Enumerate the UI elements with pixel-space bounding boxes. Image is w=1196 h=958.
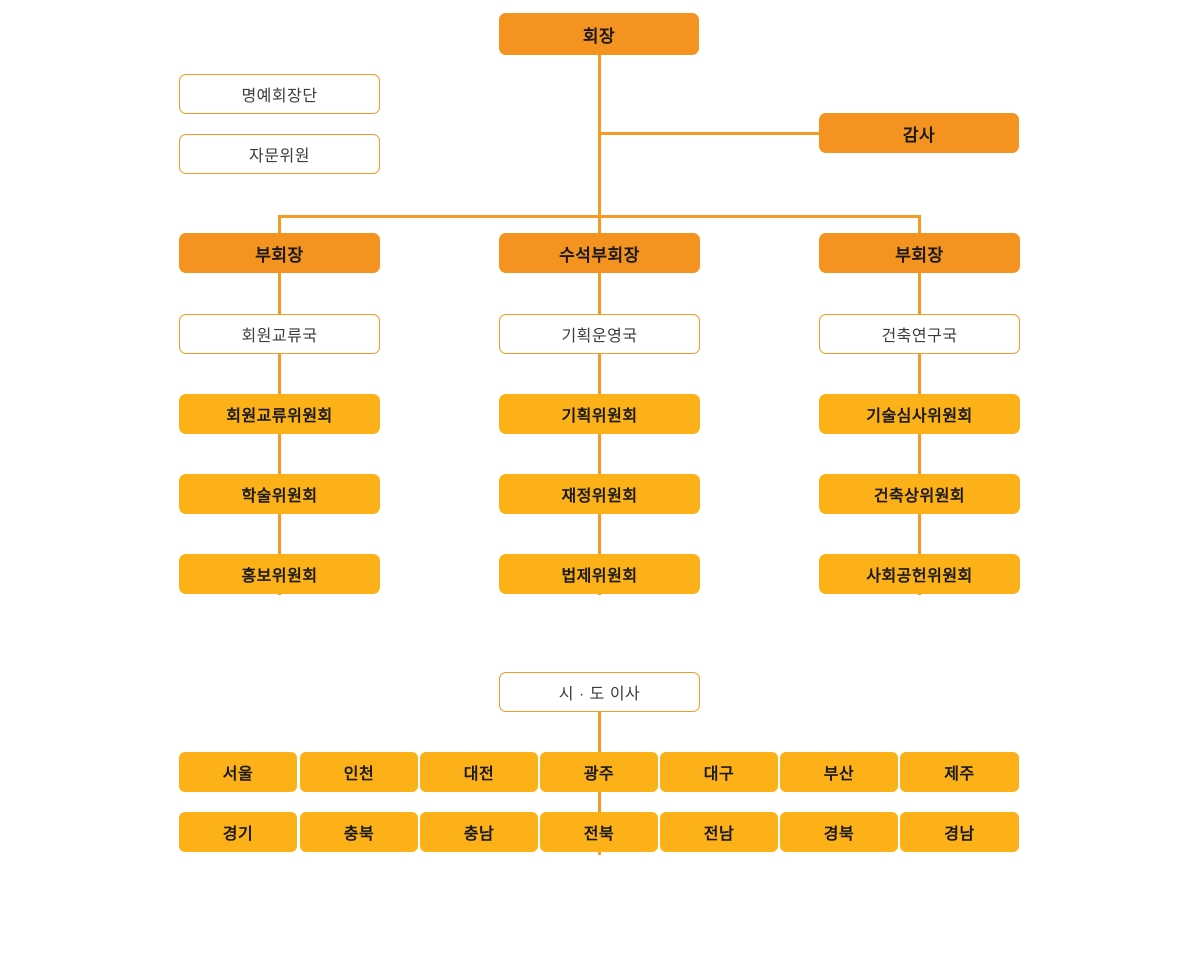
node-committee-publicity-label: 홍보위원회 <box>241 568 318 585</box>
node-committee-social-contribution-label: 사회공헌위원회 <box>866 568 973 585</box>
node-committee-member-exchange[interactable]: 회원교류위원회 <box>179 394 380 434</box>
node-vice-chairman-1[interactable]: 부회장 <box>179 233 380 273</box>
connector-bus-to-col2 <box>598 215 601 237</box>
node-region-daejeon-label: 대전 <box>463 766 495 783</box>
node-committee-social-contribution[interactable]: 사회공헌위원회 <box>819 554 1020 594</box>
node-committee-finance[interactable]: 재정위원회 <box>499 474 700 514</box>
node-region-gyeonggi[interactable]: 경기 <box>179 812 297 852</box>
node-region-daegu[interactable]: 대구 <box>660 752 778 792</box>
node-advisory-members[interactable]: 자문위원 <box>179 134 380 174</box>
node-region-busan[interactable]: 부산 <box>780 752 898 792</box>
node-bureau-architecture-research-label: 건축연구국 <box>881 328 958 345</box>
node-bureau-member-exchange[interactable]: 회원교류국 <box>179 314 380 354</box>
node-committee-legislation-label: 법제위원회 <box>561 568 638 585</box>
node-senior-vice-chairman[interactable]: 수석부회장 <box>499 233 700 273</box>
node-bureau-planning-label: 기획운영국 <box>561 328 638 345</box>
node-committee-publicity[interactable]: 홍보위원회 <box>179 554 380 594</box>
node-committee-technical-review[interactable]: 기술심사위원회 <box>819 394 1020 434</box>
node-region-gyeongbuk-label: 경북 <box>823 826 855 843</box>
node-committee-academic[interactable]: 학술위원회 <box>179 474 380 514</box>
node-committee-academic-label: 학술위원회 <box>241 488 318 505</box>
node-committee-finance-label: 재정위원회 <box>561 488 638 505</box>
node-honorary-chairmen-label: 명예회장단 <box>241 88 318 105</box>
node-region-incheon-label: 인천 <box>343 766 375 783</box>
connector-chairman-auditor <box>598 132 820 135</box>
node-region-jeju-label: 제주 <box>944 766 975 783</box>
node-committee-technical-review-label: 기술심사위원회 <box>866 408 973 425</box>
node-auditor[interactable]: 감사 <box>819 113 1019 153</box>
node-regional-directors[interactable]: 시 · 도 이사 <box>499 672 700 712</box>
node-bureau-planning[interactable]: 기획운영국 <box>499 314 700 354</box>
node-committee-planning-label: 기획위원회 <box>561 408 638 425</box>
connector-chairman-trunk <box>598 55 601 218</box>
node-region-incheon[interactable]: 인천 <box>300 752 418 792</box>
node-region-jeonnam-label: 전남 <box>703 826 735 843</box>
node-vice-chairman-2[interactable]: 부회장 <box>819 233 1020 273</box>
node-region-gyeongnam-label: 경남 <box>944 826 975 843</box>
node-region-seoul-label: 서울 <box>222 766 254 783</box>
node-region-jeonbuk-label: 전북 <box>583 826 615 843</box>
node-region-gwangju-label: 광주 <box>583 766 615 783</box>
node-committee-architecture-award[interactable]: 건축상위원회 <box>819 474 1020 514</box>
node-region-chungnam-label: 충남 <box>463 826 495 843</box>
node-region-busan-label: 부산 <box>823 766 855 783</box>
node-honorary-chairmen[interactable]: 명예회장단 <box>179 74 380 114</box>
node-vice-chairman-1-label: 부회장 <box>255 245 304 265</box>
node-region-daegu-label: 대구 <box>703 766 735 783</box>
node-chairman[interactable]: 회장 <box>499 13 699 55</box>
node-chairman-label: 회장 <box>582 26 616 46</box>
node-region-gyeongnam[interactable]: 경남 <box>900 812 1019 852</box>
node-region-chungnam[interactable]: 충남 <box>420 812 538 852</box>
node-region-jeonbuk[interactable]: 전북 <box>540 812 658 852</box>
node-committee-legislation[interactable]: 법제위원회 <box>499 554 700 594</box>
node-region-gyeongbuk[interactable]: 경북 <box>780 812 898 852</box>
node-region-seoul[interactable]: 서울 <box>179 752 297 792</box>
node-region-jeonnam[interactable]: 전남 <box>660 812 778 852</box>
node-committee-member-exchange-label: 회원교류위원회 <box>226 408 333 425</box>
node-committee-architecture-award-label: 건축상위원회 <box>873 488 966 505</box>
node-region-chungbuk-label: 충북 <box>343 826 375 843</box>
node-advisory-members-label: 자문위원 <box>249 148 310 165</box>
connector-bus-to-col3 <box>918 215 921 237</box>
node-region-jeju[interactable]: 제주 <box>900 752 1019 792</box>
node-region-chungbuk[interactable]: 충북 <box>300 812 418 852</box>
node-region-gwangju[interactable]: 광주 <box>540 752 658 792</box>
node-region-gyeonggi-label: 경기 <box>222 826 254 843</box>
node-regional-directors-label: 시 · 도 이사 <box>558 686 641 703</box>
node-bureau-architecture-research[interactable]: 건축연구국 <box>819 314 1020 354</box>
node-vice-chairman-2-label: 부회장 <box>895 245 944 265</box>
node-region-daejeon[interactable]: 대전 <box>420 752 538 792</box>
connector-bus-to-col1 <box>278 215 281 237</box>
node-senior-vice-chairman-label: 수석부회장 <box>559 245 640 265</box>
node-bureau-member-exchange-label: 회원교류국 <box>241 328 318 345</box>
node-auditor-label: 감사 <box>902 125 936 145</box>
node-committee-planning[interactable]: 기획위원회 <box>499 394 700 434</box>
